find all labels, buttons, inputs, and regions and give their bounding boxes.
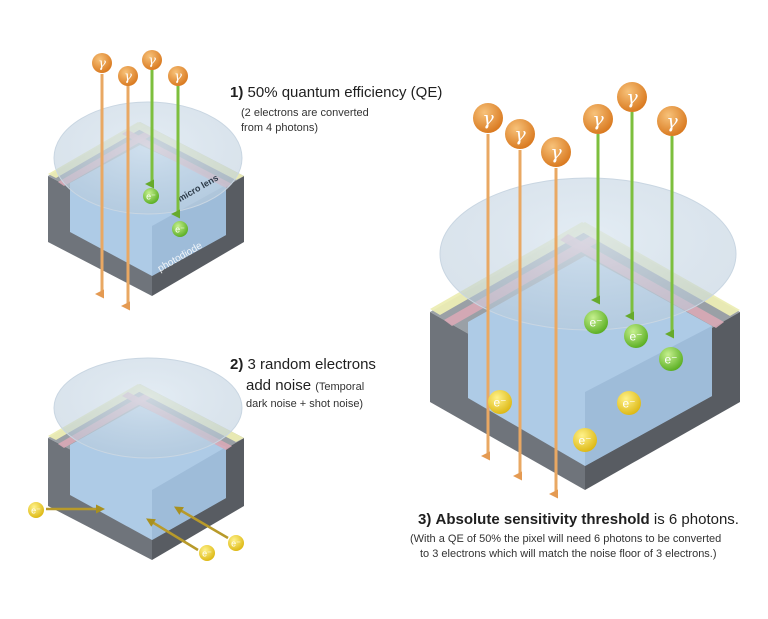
noise-arrow [173,506,229,540]
photon-icon: γ [92,53,112,73]
svg-text:e⁻: e⁻ [202,549,212,559]
panel1-number: 1) [230,84,244,101]
noise-electron: e⁻ [488,390,512,414]
svg-text:γ: γ [626,87,638,109]
svg-text:γ: γ [124,70,132,85]
panel3-subtitle-1: (With a QE of 50% the pixel will need 6 … [410,533,722,545]
pixel-sensor-3 [430,177,740,490]
panel2-title-line2-emph: add noise [246,377,312,394]
photon-icon: γ [583,104,613,134]
noise-electron: e⁻ [199,545,215,561]
svg-text:γ: γ [550,142,562,164]
micro-lens [53,357,243,459]
svg-text:e⁻: e⁻ [175,225,185,235]
pixel-sensor-2 [48,357,244,560]
photodiode-face-right [152,447,226,540]
noise-electrons: e⁻ e⁻ e⁻ e⁻ e⁻ e⁻ [28,390,641,561]
svg-text:γ: γ [98,57,106,72]
photon-icon: γ [505,119,535,149]
panel2-title-line1: 2) 3 random electrons [230,356,376,373]
panel2-number: 2) [230,356,244,373]
photon-arrows [95,74,558,499]
noise-arrow [146,518,199,552]
photon-icon: γ [617,82,647,112]
micro-lens [439,177,737,331]
svg-text:e⁻: e⁻ [231,539,241,549]
signal-electrons: e⁻ e⁻ e⁻ e⁻ e⁻ [143,188,683,371]
panel1-subtitle-2: from 4 photons) [241,122,319,134]
svg-text:γ: γ [482,108,494,130]
photon-icon: γ [473,103,503,133]
panel2-title-text: 3 random electrons [247,356,376,373]
signal-electron: e⁻ [172,221,188,237]
photon-icon: γ [541,137,571,167]
svg-text:γ: γ [592,109,604,131]
svg-text:e⁻: e⁻ [31,506,41,516]
noise-electron: e⁻ [617,391,641,415]
panel3-title: 3) Absolute sensitivity threshold is 6 p… [418,511,739,528]
noise-arrows [46,504,229,552]
svg-text:e⁻: e⁻ [589,316,602,330]
panel2-subtitle: dark noise + shot noise) [246,398,364,410]
signal-electron: e⁻ [584,310,608,334]
panel1-title: 1) 50% quantum efficiency (QE) [230,84,442,101]
svg-text:e⁻: e⁻ [629,330,642,344]
photon-icon: γ [168,66,188,86]
panel3-title-rest: is 6 photons. [653,511,739,528]
svg-text:e⁻: e⁻ [622,397,635,411]
svg-text:e⁻: e⁻ [664,353,677,367]
svg-text:γ: γ [514,124,526,146]
signal-arrows [145,70,674,339]
noise-electron: e⁻ [228,535,244,551]
svg-text:e⁻: e⁻ [146,192,156,202]
noise-electron: e⁻ [28,502,44,518]
svg-text:γ: γ [666,111,678,133]
panel3-title-bold: Absolute sensitivity threshold [435,511,650,528]
svg-text:e⁻: e⁻ [578,434,591,448]
panel3-number: 3) [418,511,432,528]
svg-text:γ: γ [148,54,156,69]
svg-text:γ: γ [174,70,182,85]
photon-icon: γ [118,66,138,86]
photodiode-face-right [152,185,226,276]
panel3-subtitle-2: to 3 electrons which will match the nois… [420,548,717,560]
panel1-title-text: 50% quantum efficiency (QE) [247,84,443,101]
svg-text:e⁻: e⁻ [493,396,506,410]
panel2-title-line2: add noise (Temporal [246,377,364,394]
photon-icon: γ [657,106,687,136]
photon-icons: γ γ γ γ γ γ γ γ γ γ [92,50,687,167]
noise-electron: e⁻ [573,428,597,452]
photon-icon: γ [142,50,162,70]
panel1-subtitle-1: (2 electrons are converted [241,107,369,119]
signal-electron: e⁻ [659,347,683,371]
signal-electron: e⁻ [624,324,648,348]
signal-electron: e⁻ [143,188,159,204]
panel2-title-line2-rest: (Temporal [315,381,365,393]
